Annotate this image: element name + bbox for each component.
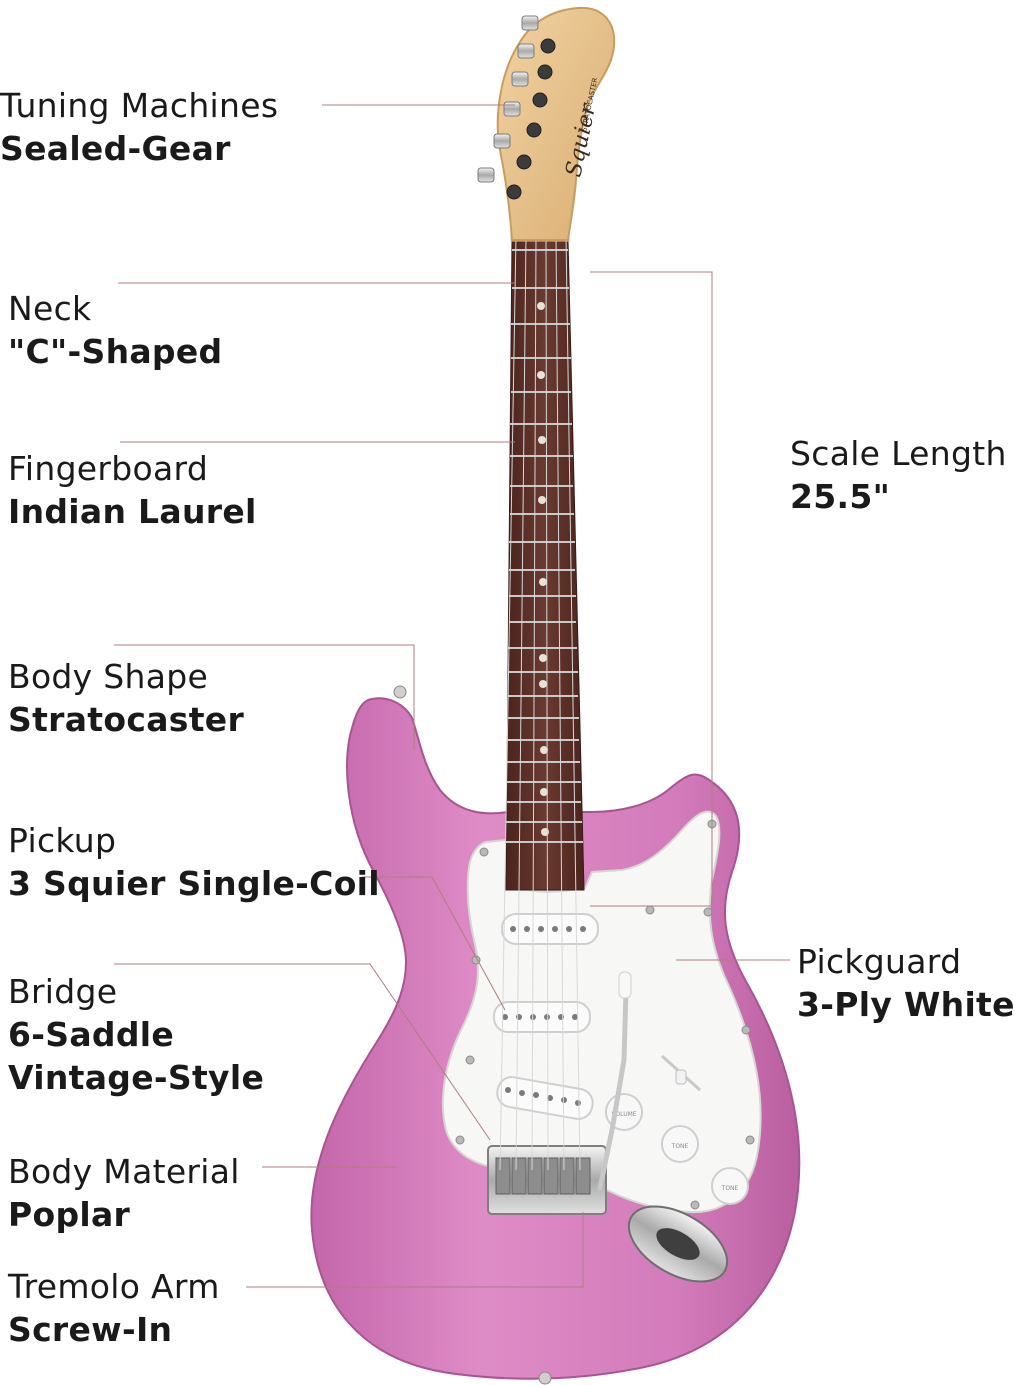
callout-body-shape: Body Shape Stratocaster bbox=[8, 655, 244, 741]
callout-pickguard: Pickguard 3-Ply White bbox=[797, 940, 1015, 1026]
callout-fingerboard-spec: Indian Laurel bbox=[8, 492, 257, 531]
tone-knob-1-label: TONE bbox=[671, 1143, 689, 1150]
callout-bridge: Bridge 6-Saddle Vintage-Style bbox=[8, 970, 264, 1099]
callout-bridge-spec-1: 6-Saddle bbox=[8, 1015, 175, 1054]
callout-fingerboard-name: Fingerboard bbox=[8, 449, 209, 488]
pickguard bbox=[441, 810, 762, 1214]
callout-body-shape-spec: Stratocaster bbox=[8, 700, 245, 739]
callout-tremolo-arm-name: Tremolo Arm bbox=[8, 1267, 220, 1306]
callout-pickguard-name: Pickguard bbox=[797, 942, 962, 981]
callout-pickup: Pickup 3 Squier Single-Coil bbox=[8, 819, 380, 905]
callout-body-material-name: Body Material bbox=[8, 1152, 240, 1191]
callout-body-shape-name: Body Shape bbox=[8, 657, 209, 696]
callout-tuning-machines-spec: Sealed-Gear bbox=[0, 129, 231, 168]
callout-pickup-name: Pickup bbox=[8, 821, 117, 860]
leader-scale bbox=[590, 271, 713, 907]
leader-lines bbox=[114, 104, 790, 1288]
callout-body-material: Body Material Poplar bbox=[8, 1150, 240, 1236]
callout-tremolo-arm-spec: Screw-In bbox=[8, 1310, 173, 1349]
callout-body-material-spec: Poplar bbox=[8, 1195, 131, 1234]
bridge bbox=[487, 1145, 607, 1215]
neck-pickup bbox=[501, 913, 599, 945]
callout-neck-name: Neck bbox=[8, 289, 92, 328]
callout-scale-length-spec: 25.5" bbox=[790, 477, 891, 516]
callout-tuning-machines-name: Tuning Machines bbox=[0, 86, 279, 125]
callout-scale-length-name: Scale Length bbox=[790, 434, 1007, 473]
callout-bridge-name: Bridge bbox=[8, 972, 118, 1011]
leader-bridge bbox=[114, 963, 491, 1141]
output-jack bbox=[627, 1205, 729, 1283]
tone-knob-1 bbox=[661, 1125, 699, 1163]
leader-body-shape bbox=[114, 644, 415, 750]
callout-pickup-spec: 3 Squier Single-Coil bbox=[8, 864, 380, 903]
callout-bridge-spec-2: Vintage-Style bbox=[8, 1058, 265, 1097]
strap-button bbox=[538, 1371, 552, 1385]
tone-knob-2 bbox=[711, 1167, 749, 1205]
callout-tuning-machines: Tuning Machines Sealed-Gear bbox=[0, 84, 278, 170]
leader-tremolo bbox=[246, 1212, 584, 1288]
leader-pickup bbox=[362, 876, 506, 1011]
callout-neck-spec: "C"-Shaped bbox=[8, 332, 223, 371]
callout-pickguard-spec: 3-Ply White bbox=[797, 985, 1015, 1024]
tuning-machines bbox=[477, 15, 556, 200]
callout-fingerboard: Fingerboard Indian Laurel bbox=[8, 447, 257, 533]
strings bbox=[499, 235, 581, 1171]
callout-scale-length: Scale Length 25.5" bbox=[790, 432, 1007, 518]
volume-knob-label: VOLUME bbox=[611, 1111, 636, 1118]
tremolo-arm bbox=[597, 987, 629, 1191]
tone-knob-2-label: TONE bbox=[721, 1185, 739, 1192]
frets bbox=[506, 249, 583, 843]
callout-tremolo-arm: Tremolo Arm Screw-In bbox=[8, 1265, 220, 1351]
callout-neck: Neck "C"-Shaped bbox=[8, 287, 222, 373]
